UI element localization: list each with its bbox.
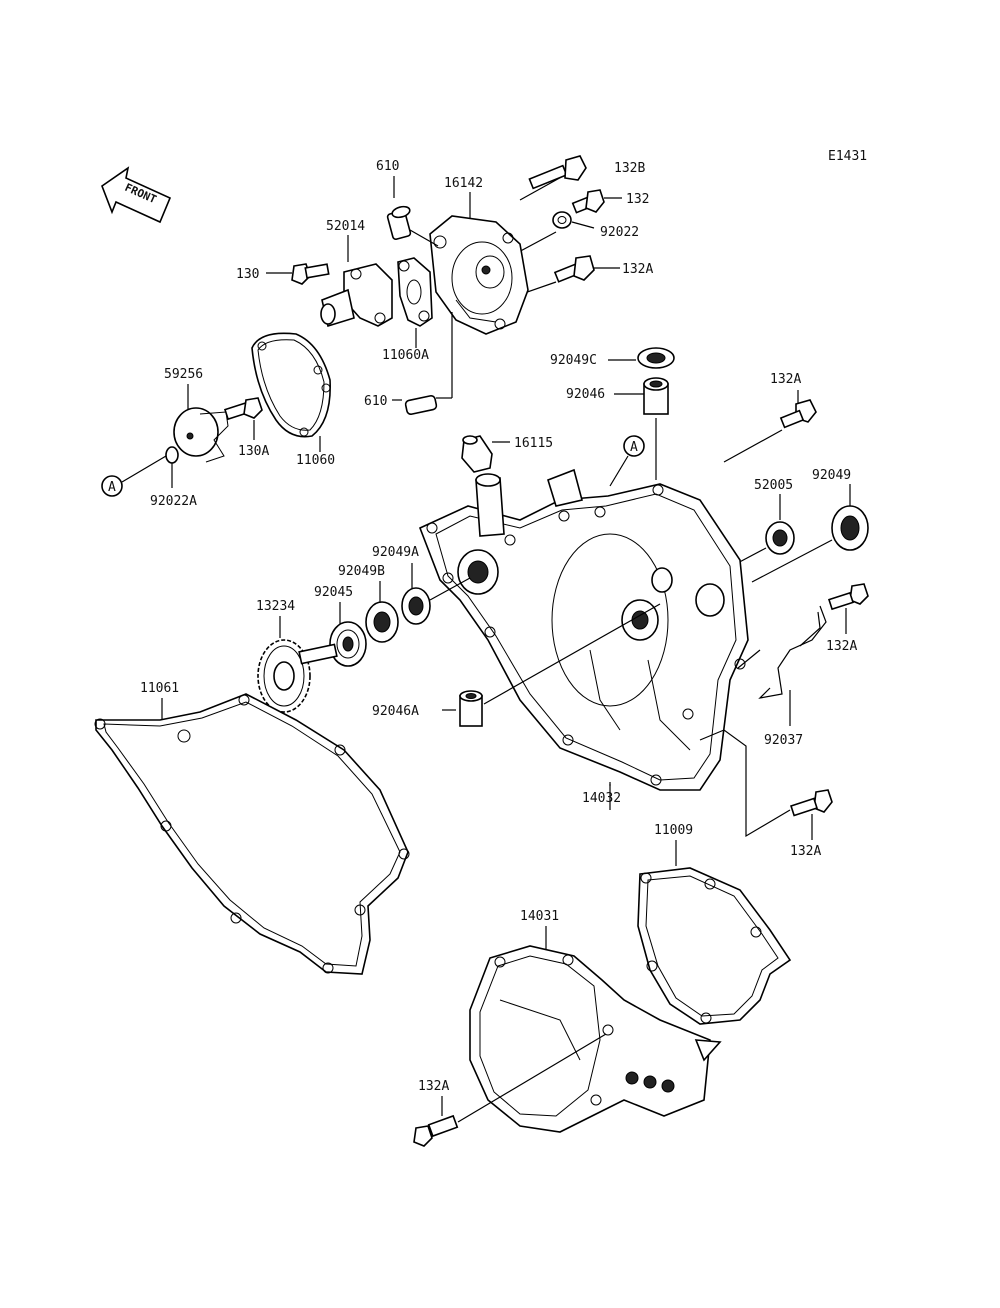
- label-130: 130: [236, 267, 259, 282]
- impeller-59256: [173, 407, 229, 463]
- seal-92049a: [401, 587, 431, 625]
- label-610-top: 610: [376, 159, 399, 174]
- label-132a-lower: 132A: [790, 844, 821, 859]
- bolt-132a-bottom: [413, 1114, 459, 1147]
- bolt-132: [571, 189, 605, 214]
- dowel-610-mid: [404, 394, 438, 416]
- magneto-cover-14031: [469, 945, 722, 1133]
- label-132a-side: 132A: [826, 639, 857, 654]
- label-11009: 11009: [654, 823, 693, 838]
- gasket-11009: [637, 867, 792, 1025]
- bolt-132a-side: [827, 583, 869, 611]
- label-52005: 52005: [754, 478, 793, 493]
- label-59256: 59256: [164, 367, 203, 382]
- bushing-92046a: [459, 690, 483, 727]
- label-16115: 16115: [514, 436, 553, 451]
- callout-a-left-icon: [101, 475, 123, 497]
- label-11060a: 11060A: [382, 348, 429, 363]
- label-132a-right: 132A: [770, 372, 801, 387]
- bearing-92045: [329, 621, 367, 667]
- dowel-610-top: [386, 205, 412, 241]
- label-92037: 92037: [764, 733, 803, 748]
- diagram-code: E1431: [828, 149, 867, 164]
- label-92049a: 92049A: [372, 545, 419, 560]
- washer-92022: [552, 211, 572, 229]
- label-52014: 52014: [326, 219, 365, 234]
- label-14031: 14031: [520, 909, 559, 924]
- pump-cover-16142: [429, 215, 529, 335]
- label-13234: 13234: [256, 599, 295, 614]
- seal-92049: [831, 505, 869, 551]
- label-132: 132: [626, 192, 649, 207]
- label-11060: 11060: [296, 453, 335, 468]
- seal-92049c: [637, 347, 675, 369]
- bolt-130: [291, 263, 330, 285]
- gasket-11060: [251, 332, 331, 438]
- label-16142: 16142: [444, 176, 483, 191]
- label-92045: 92045: [314, 585, 353, 600]
- front-arrow-icon: FRONT: [101, 166, 172, 224]
- label-132b: 132B: [614, 161, 645, 176]
- washer-92022a: [165, 446, 179, 464]
- label-11061: 11061: [140, 681, 179, 696]
- label-132a-top: 132A: [622, 262, 653, 277]
- pipe-52014: [320, 263, 393, 328]
- bolt-132b: [519, 155, 587, 201]
- callout-a-left: A: [108, 480, 116, 495]
- gear-13234: [257, 639, 338, 713]
- seal-92049b: [365, 601, 399, 643]
- clip-92037: [758, 605, 827, 699]
- bolt-130a: [223, 397, 263, 421]
- fitting-16115: [461, 435, 493, 473]
- label-92022: 92022: [600, 225, 639, 240]
- part-52005: [765, 521, 795, 555]
- gasket-11060a: [397, 257, 433, 327]
- label-610-mid: 610: [364, 394, 387, 409]
- label-132a-bottom: 132A: [418, 1079, 449, 1094]
- callout-a-right: A: [630, 440, 638, 455]
- label-92049c: 92049C: [550, 353, 597, 368]
- bolt-132a-lower: [790, 789, 833, 817]
- bushing-92046: [643, 377, 669, 415]
- label-92022a: 92022A: [150, 494, 197, 509]
- gasket-11061: [94, 693, 410, 975]
- clutch-cover-14032: [418, 468, 749, 791]
- bolt-132a-top: [553, 255, 595, 283]
- callout-a-right-icon: [623, 435, 645, 457]
- label-14032: 14032: [582, 791, 621, 806]
- label-92046a: 92046A: [372, 704, 419, 719]
- label-130a: 130A: [238, 444, 269, 459]
- bolt-132a-right: [779, 399, 817, 429]
- label-92049: 92049: [812, 468, 851, 483]
- label-92049b: 92049B: [338, 564, 385, 579]
- label-92046: 92046: [566, 387, 605, 402]
